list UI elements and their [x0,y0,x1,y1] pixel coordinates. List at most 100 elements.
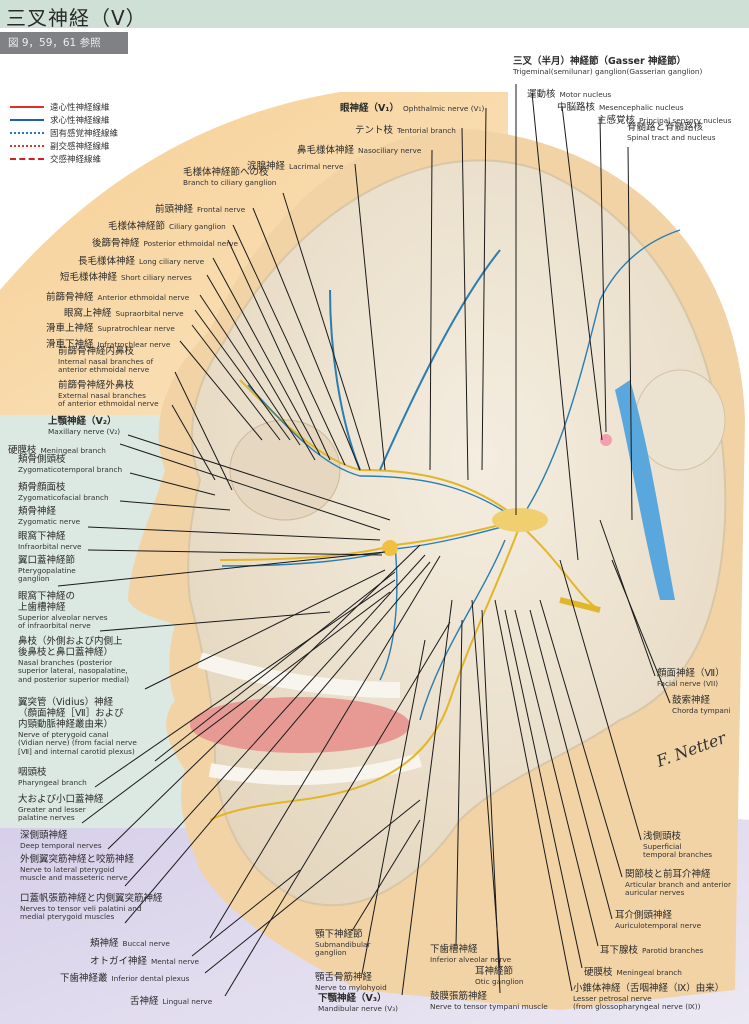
leader-line-superior-alveolar-nerves [99,611,331,632]
leader-line-nerve-of-pterygoid-canal [154,571,396,762]
label-en: Submandibular [315,939,371,949]
label-jp: 耳介側頭神経 [615,910,673,921]
leader-line-external-nasal-branches [171,404,216,481]
lower-teeth [208,753,423,785]
label-en: Infraorbital nerve [18,541,82,551]
leader-line-inferior-dental-plexus [204,799,421,974]
leader-line-palatine-nerves [81,591,391,824]
label-en: Chorda tympani [672,705,731,715]
label-jp: 前篩骨神経外鼻枝 [58,380,135,391]
label-jp: 鼓膜張筋神経 [430,991,488,1002]
label-jp: 頬神経 [90,938,119,949]
label-en: Deep temporal nerves [20,840,102,850]
label-jp: 前頭神経 [155,204,194,215]
leader-line-mesencephalic-nucleus [561,105,603,441]
leader-line-deep-temporal-nerves [107,544,421,850]
label-en: Supraorbital nerve [115,309,184,318]
label-jp: 硬膜枝 [584,967,613,978]
label-trigeminal-ganglion: 三叉（半月）神経節（Gasser 神経節）Trigeminal(semiluna… [513,56,703,76]
label-jp: 中脳路核 [557,102,596,113]
label-en: Nerve to tensor tympani muscle [430,1001,548,1011]
label-en: (from glossopharyngeal nerve (Ⅸ)) [573,1002,701,1012]
label-en: Nerve to lateral pterygoid [20,864,115,874]
label-en: Principal sensory nucleus [639,116,732,125]
label-jp: 下顎神経（V₃） [318,993,387,1004]
label-en: Nasociliary nerve [358,146,422,155]
tongue [190,697,410,753]
leader-line-internal-nasal-branches [174,371,233,491]
leader-line-nerve-to-mylohyoid [361,639,426,975]
leader-line-maxillary-nerve [127,434,391,521]
label-en: Facial nerve (VII) [657,678,719,688]
label-en: Pterygopalatine [18,565,76,575]
label-jp: 鼓索神経 [672,695,711,706]
label-en: palatine nerves [18,813,75,823]
leader-line-principal-sensory-nucleus [599,117,607,433]
label-jp: 浅側頭枝 [643,831,682,842]
legend-item-proprioceptive: 固有感覚神経線維 [10,126,118,139]
label-jp: 主感覚核 [597,115,636,126]
label-jp: 関節枝と前耳介神経 [625,869,711,880]
label-en: Inferior alveolar nerve [430,954,512,964]
label-jp: 滑車上神経 [46,323,94,334]
legend-label: 固有感覚神経線維 [50,128,119,139]
legend-item-afferent: 求心性神経線維 [10,113,118,126]
label-jp: 後篩骨神経 [92,238,140,249]
label-en: Otic ganglion [475,976,524,986]
label-jp: 大および小口蓋神経 [18,794,104,805]
label-en: temporal branches [643,850,713,860]
label-jp: 下歯槽神経 [430,944,478,955]
label-en: of anterior ethmoidal nerve [58,399,159,409]
legend-item-sympathetic: 交感神経線維 [10,152,118,165]
label-jp: 深側頭神経 [20,830,68,841]
leader-line-buccal-nerve [209,555,441,939]
label-jp: （顔面神経［Ⅶ］および [18,707,124,719]
label-jp: 毛様体神経節への枝 [183,167,269,178]
label-en: Pharyngeal branch [18,777,87,787]
label-jp: 内頸動脈神経叢由来） [18,718,114,730]
legend-item-parasympathetic: 副交感神経線維 [10,139,118,152]
leader-line-nerve-to-tensor-tympani [481,609,501,994]
leader-line-zygomatic-nerve [87,526,381,541]
leader-lines [57,84,671,997]
label-en: and posterior superior medial) [18,674,130,684]
label-en: Nasal branches (posterior [18,657,113,667]
legend-swatch [10,144,44,147]
legend-label: 遠心性神経線維 [50,102,110,113]
label-en: Trigeminal(semilunar) ganglion(Gasserian… [513,66,703,76]
mastoid [634,369,726,471]
label-en: Lacrimal nerve [289,162,344,171]
leader-line-meningeal-branch-v3 [504,609,583,969]
label-jp: 短毛様体神経 [60,272,118,283]
label-jp: 後鼻枝と鼻口蓋神経） [18,646,114,658]
leader-line-tentorial-branch [461,127,469,481]
label-jp: 外側翼突筋神経と咬筋神経 [20,854,135,865]
leader-line-lateral-pterygoid-masseteric [124,554,426,887]
leader-line-nasociliary-nerve [429,149,433,471]
label-en: Lingual nerve [162,997,213,1006]
label-en: [Ⅶ] and internal carotid plexus) [18,746,135,756]
label-en: Superior alveolar nerves [18,612,108,622]
label-en: Lesser petrosal nerve [573,993,652,1003]
